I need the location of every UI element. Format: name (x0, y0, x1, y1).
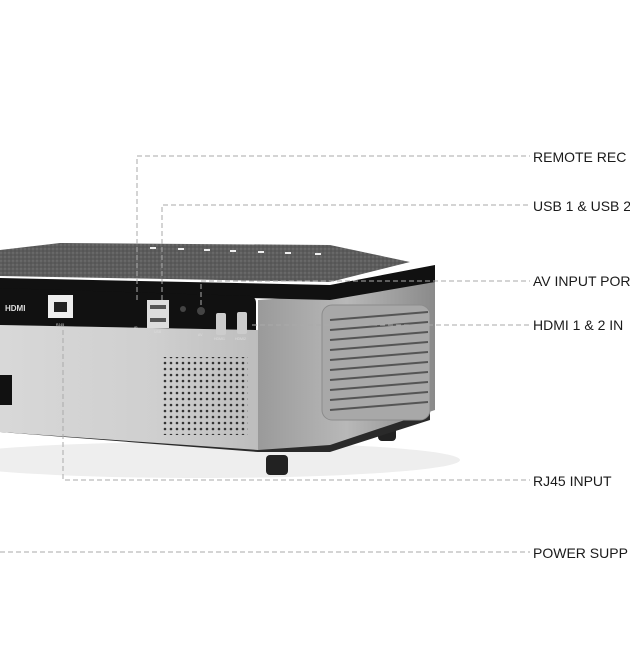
power-socket (0, 375, 12, 405)
usb-ports (147, 300, 169, 328)
leader-remote (136, 155, 530, 300)
leader-av (200, 280, 530, 305)
hdmi2-port (237, 312, 247, 334)
hdmi-logo: HDMI (5, 304, 25, 313)
shadow (0, 442, 460, 478)
av-label: AV (198, 333, 203, 337)
leader-rj45 (62, 330, 530, 481)
audio-jack (180, 306, 186, 312)
rj45-label: RJ45 (56, 323, 64, 327)
ir-label: IR (134, 326, 138, 330)
top-cover (0, 243, 410, 282)
callout-remote-receiver: REMOTE REC (533, 149, 627, 165)
speaker-grill (162, 357, 248, 435)
leader-lines (0, 155, 530, 553)
foot (266, 455, 288, 475)
callout-hdmi: HDMI 1 & 2 IN (533, 317, 624, 333)
callout-rj45: RJ45 INPUT (533, 473, 612, 489)
leader-usb (161, 204, 530, 300)
av-jack (197, 307, 205, 315)
callout-power-supply: POWER SUPP (533, 545, 628, 561)
hdmi1-label: HDMI1 (214, 337, 225, 341)
callout-usb: USB 1 & USB 2 (533, 198, 630, 214)
callout-av-input: AV INPUT POR (533, 273, 630, 289)
hdmi2-label: HDMI2 (235, 337, 246, 341)
hdmi1-port (216, 313, 226, 335)
usb-label: USB (154, 330, 162, 334)
